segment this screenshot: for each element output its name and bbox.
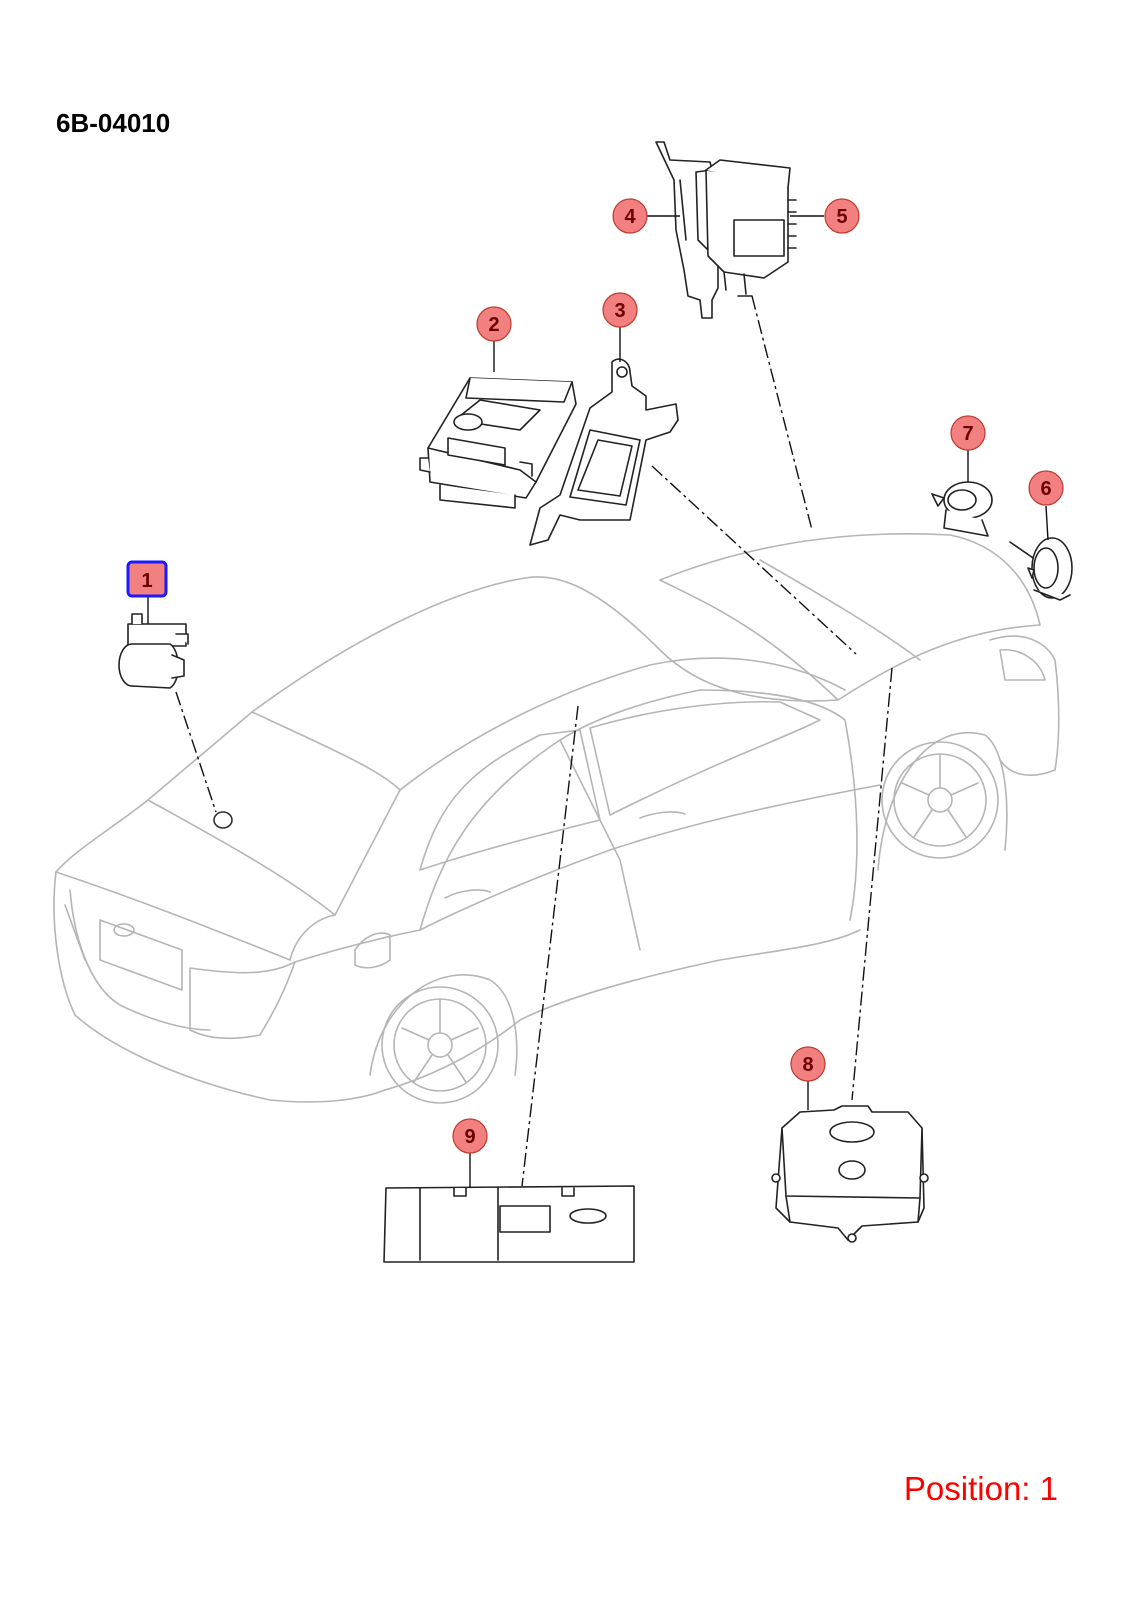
callout-7[interactable]: 7 [950, 415, 986, 451]
callout-1[interactable]: 1 [126, 560, 168, 598]
sedan-car-outline-icon [53, 533, 1060, 1104]
callout-2[interactable]: 2 [476, 306, 512, 342]
callout-label: 4 [624, 206, 636, 228]
callout-label: 3 [614, 300, 625, 322]
ecu-module-icon [419, 377, 577, 509]
callout-label: 5 [836, 206, 847, 228]
lamp-control-module-icon [771, 1105, 929, 1243]
callout-label: 9 [464, 1126, 475, 1148]
mounting-bracket-icon [655, 141, 719, 319]
horn-icon [931, 481, 993, 537]
horn-icon [1009, 537, 1073, 601]
callout-6[interactable]: 6 [1028, 470, 1064, 506]
mounting-bracket-icon [529, 358, 679, 546]
controller-box-icon [383, 1185, 635, 1263]
position-indicator: Position: 1 [903, 1470, 1058, 1507]
camera-part-icon [118, 613, 189, 689]
diagram-code: 6B-04010 [56, 108, 171, 138]
callout-8[interactable]: 8 [790, 1046, 826, 1082]
callout-4[interactable]: 4 [612, 198, 648, 234]
callout-3[interactable]: 3 [602, 292, 638, 328]
callout-label: 1 [141, 570, 152, 592]
callout-label: 7 [962, 423, 973, 445]
control-unit-icon [705, 159, 797, 297]
callout-label: 6 [1040, 478, 1051, 500]
callout-9[interactable]: 9 [452, 1118, 488, 1154]
callout-label: 2 [488, 314, 499, 336]
leader-lines [147, 215, 1049, 1188]
callout-label: 8 [802, 1054, 813, 1076]
callout-5[interactable]: 5 [824, 198, 860, 234]
